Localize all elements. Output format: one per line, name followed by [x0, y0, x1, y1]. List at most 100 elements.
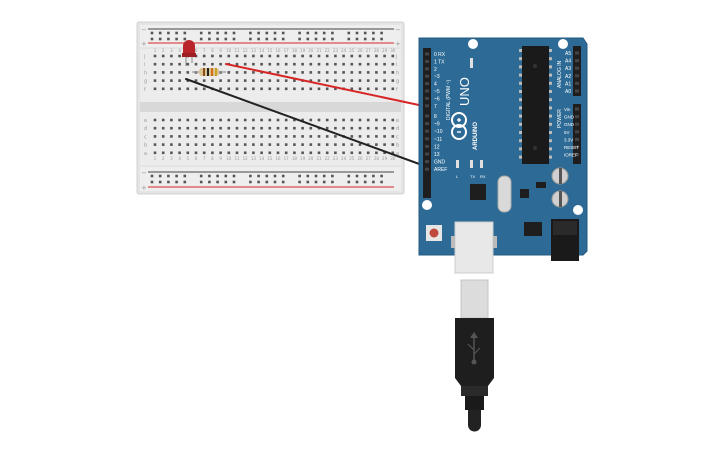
rail-hole[interactable] [158, 180, 162, 184]
breadboard-hole[interactable] [235, 118, 239, 122]
breadboard-hole[interactable] [293, 62, 296, 66]
breadboard-hole[interactable] [342, 79, 345, 82]
resistor[interactable] [192, 68, 226, 76]
breadboard-hole[interactable] [293, 135, 296, 138]
breadboard-hole[interactable] [202, 87, 206, 91]
breadboard-hole[interactable] [317, 135, 321, 138]
black-wire[interactable] [185, 78, 434, 170]
breadboard-hole[interactable] [170, 151, 173, 155]
breadboard-hole[interactable] [350, 87, 354, 91]
breadboard-hole[interactable] [153, 79, 157, 82]
breadboard-hole[interactable] [342, 71, 345, 74]
breadboard-hole[interactable] [325, 71, 329, 74]
rail-hole[interactable] [158, 174, 162, 178]
breadboard-hole[interactable] [243, 71, 247, 74]
breadboard-hole[interactable] [219, 135, 222, 138]
breadboard-hole[interactable] [383, 71, 386, 74]
breadboard-hole[interactable] [219, 62, 222, 66]
breadboard-hole[interactable] [334, 62, 337, 66]
rail-hole[interactable] [314, 37, 318, 41]
breadboard-hole[interactable] [268, 143, 272, 146]
rail-hole[interactable] [265, 180, 269, 184]
breadboard-hole[interactable] [350, 126, 354, 130]
breadboard-hole[interactable] [276, 71, 280, 74]
breadboard-hole[interactable] [358, 143, 362, 146]
breadboard-hole[interactable] [243, 79, 247, 82]
breadboard-hole[interactable] [202, 126, 206, 130]
breadboard-hole[interactable] [325, 79, 329, 82]
rail-hole[interactable] [232, 174, 236, 178]
breadboard-hole[interactable] [317, 79, 321, 82]
breadboard-hole[interactable] [366, 62, 370, 66]
breadboard-hole[interactable] [383, 87, 386, 91]
breadboard-hole[interactable] [219, 143, 222, 146]
breadboard-hole[interactable] [186, 151, 190, 155]
rail-hole[interactable] [306, 31, 310, 35]
breadboard-hole[interactable] [284, 118, 288, 122]
breadboard-hole[interactable] [194, 135, 198, 138]
breadboard-hole[interactable] [219, 54, 222, 58]
breadboard-hole[interactable] [211, 54, 214, 58]
breadboard-hole[interactable] [202, 54, 206, 58]
breadboard-hole[interactable] [301, 71, 304, 74]
breadboard-hole[interactable] [235, 151, 239, 155]
breadboard-hole[interactable] [350, 71, 354, 74]
breadboard-hole[interactable] [391, 135, 395, 138]
breadboard-hole[interactable] [211, 143, 214, 146]
power-pins[interactable] [575, 107, 579, 157]
breadboard-hole[interactable] [342, 54, 345, 58]
rail-hole[interactable] [355, 31, 359, 35]
breadboard-hole[interactable] [309, 54, 313, 58]
breadboard-hole[interactable] [309, 126, 313, 130]
breadboard-hole[interactable] [170, 79, 173, 82]
breadboard-hole[interactable] [358, 126, 362, 130]
rail-hole[interactable] [355, 174, 359, 178]
breadboard-hole[interactable] [161, 62, 165, 66]
power-pin-header[interactable] [573, 104, 581, 164]
breadboard-hole[interactable] [219, 79, 222, 82]
digital-pin[interactable] [425, 52, 429, 56]
icsp-header[interactable] [524, 222, 542, 236]
breadboard-hole[interactable] [268, 126, 272, 130]
analog-pins[interactable] [575, 51, 579, 93]
breadboard-hole[interactable] [202, 135, 206, 138]
breadboard-hole[interactable] [260, 126, 263, 130]
breadboard-hole[interactable] [317, 54, 321, 58]
breadboard-hole[interactable] [202, 62, 206, 66]
rail-hole[interactable] [208, 37, 211, 41]
digital-pin[interactable] [425, 114, 429, 118]
breadboard-hole[interactable] [375, 118, 378, 122]
breadboard-hole[interactable] [391, 143, 395, 146]
breadboard-hole[interactable] [268, 151, 272, 155]
breadboard-hole[interactable] [358, 79, 362, 82]
power-pin[interactable] [575, 145, 579, 149]
breadboard-hole[interactable] [153, 62, 157, 66]
analog-pin-header[interactable] [573, 46, 581, 96]
breadboard-hole[interactable] [309, 118, 313, 122]
power-pin[interactable] [575, 107, 579, 111]
breadboard-hole[interactable] [161, 118, 165, 122]
breadboard-hole[interactable] [243, 62, 247, 66]
breadboard-hole[interactable] [153, 54, 157, 58]
breadboard-hole[interactable] [202, 79, 206, 82]
breadboard-hole[interactable] [284, 87, 288, 91]
digital-pin[interactable] [425, 160, 429, 164]
rail-hole[interactable] [232, 37, 236, 41]
breadboard-hole[interactable] [235, 135, 239, 138]
breadboard-hole[interactable] [170, 62, 173, 66]
rail-hole[interactable] [175, 37, 178, 41]
breadboard-hole[interactable] [309, 87, 313, 91]
breadboard-hole[interactable] [301, 135, 304, 138]
breadboard-hole[interactable] [170, 54, 173, 58]
breadboard-hole[interactable] [301, 126, 304, 130]
rail-hole[interactable] [249, 37, 252, 41]
breadboard-hole[interactable] [243, 118, 247, 122]
rail-hole[interactable] [249, 31, 252, 35]
breadboard-hole[interactable] [350, 118, 354, 122]
breadboard-hole[interactable] [383, 79, 386, 82]
breadboard-hole[interactable] [186, 135, 190, 138]
breadboard-hole[interactable] [293, 79, 296, 82]
analog-pin[interactable] [575, 51, 579, 55]
breadboard-hole[interactable] [161, 71, 165, 74]
